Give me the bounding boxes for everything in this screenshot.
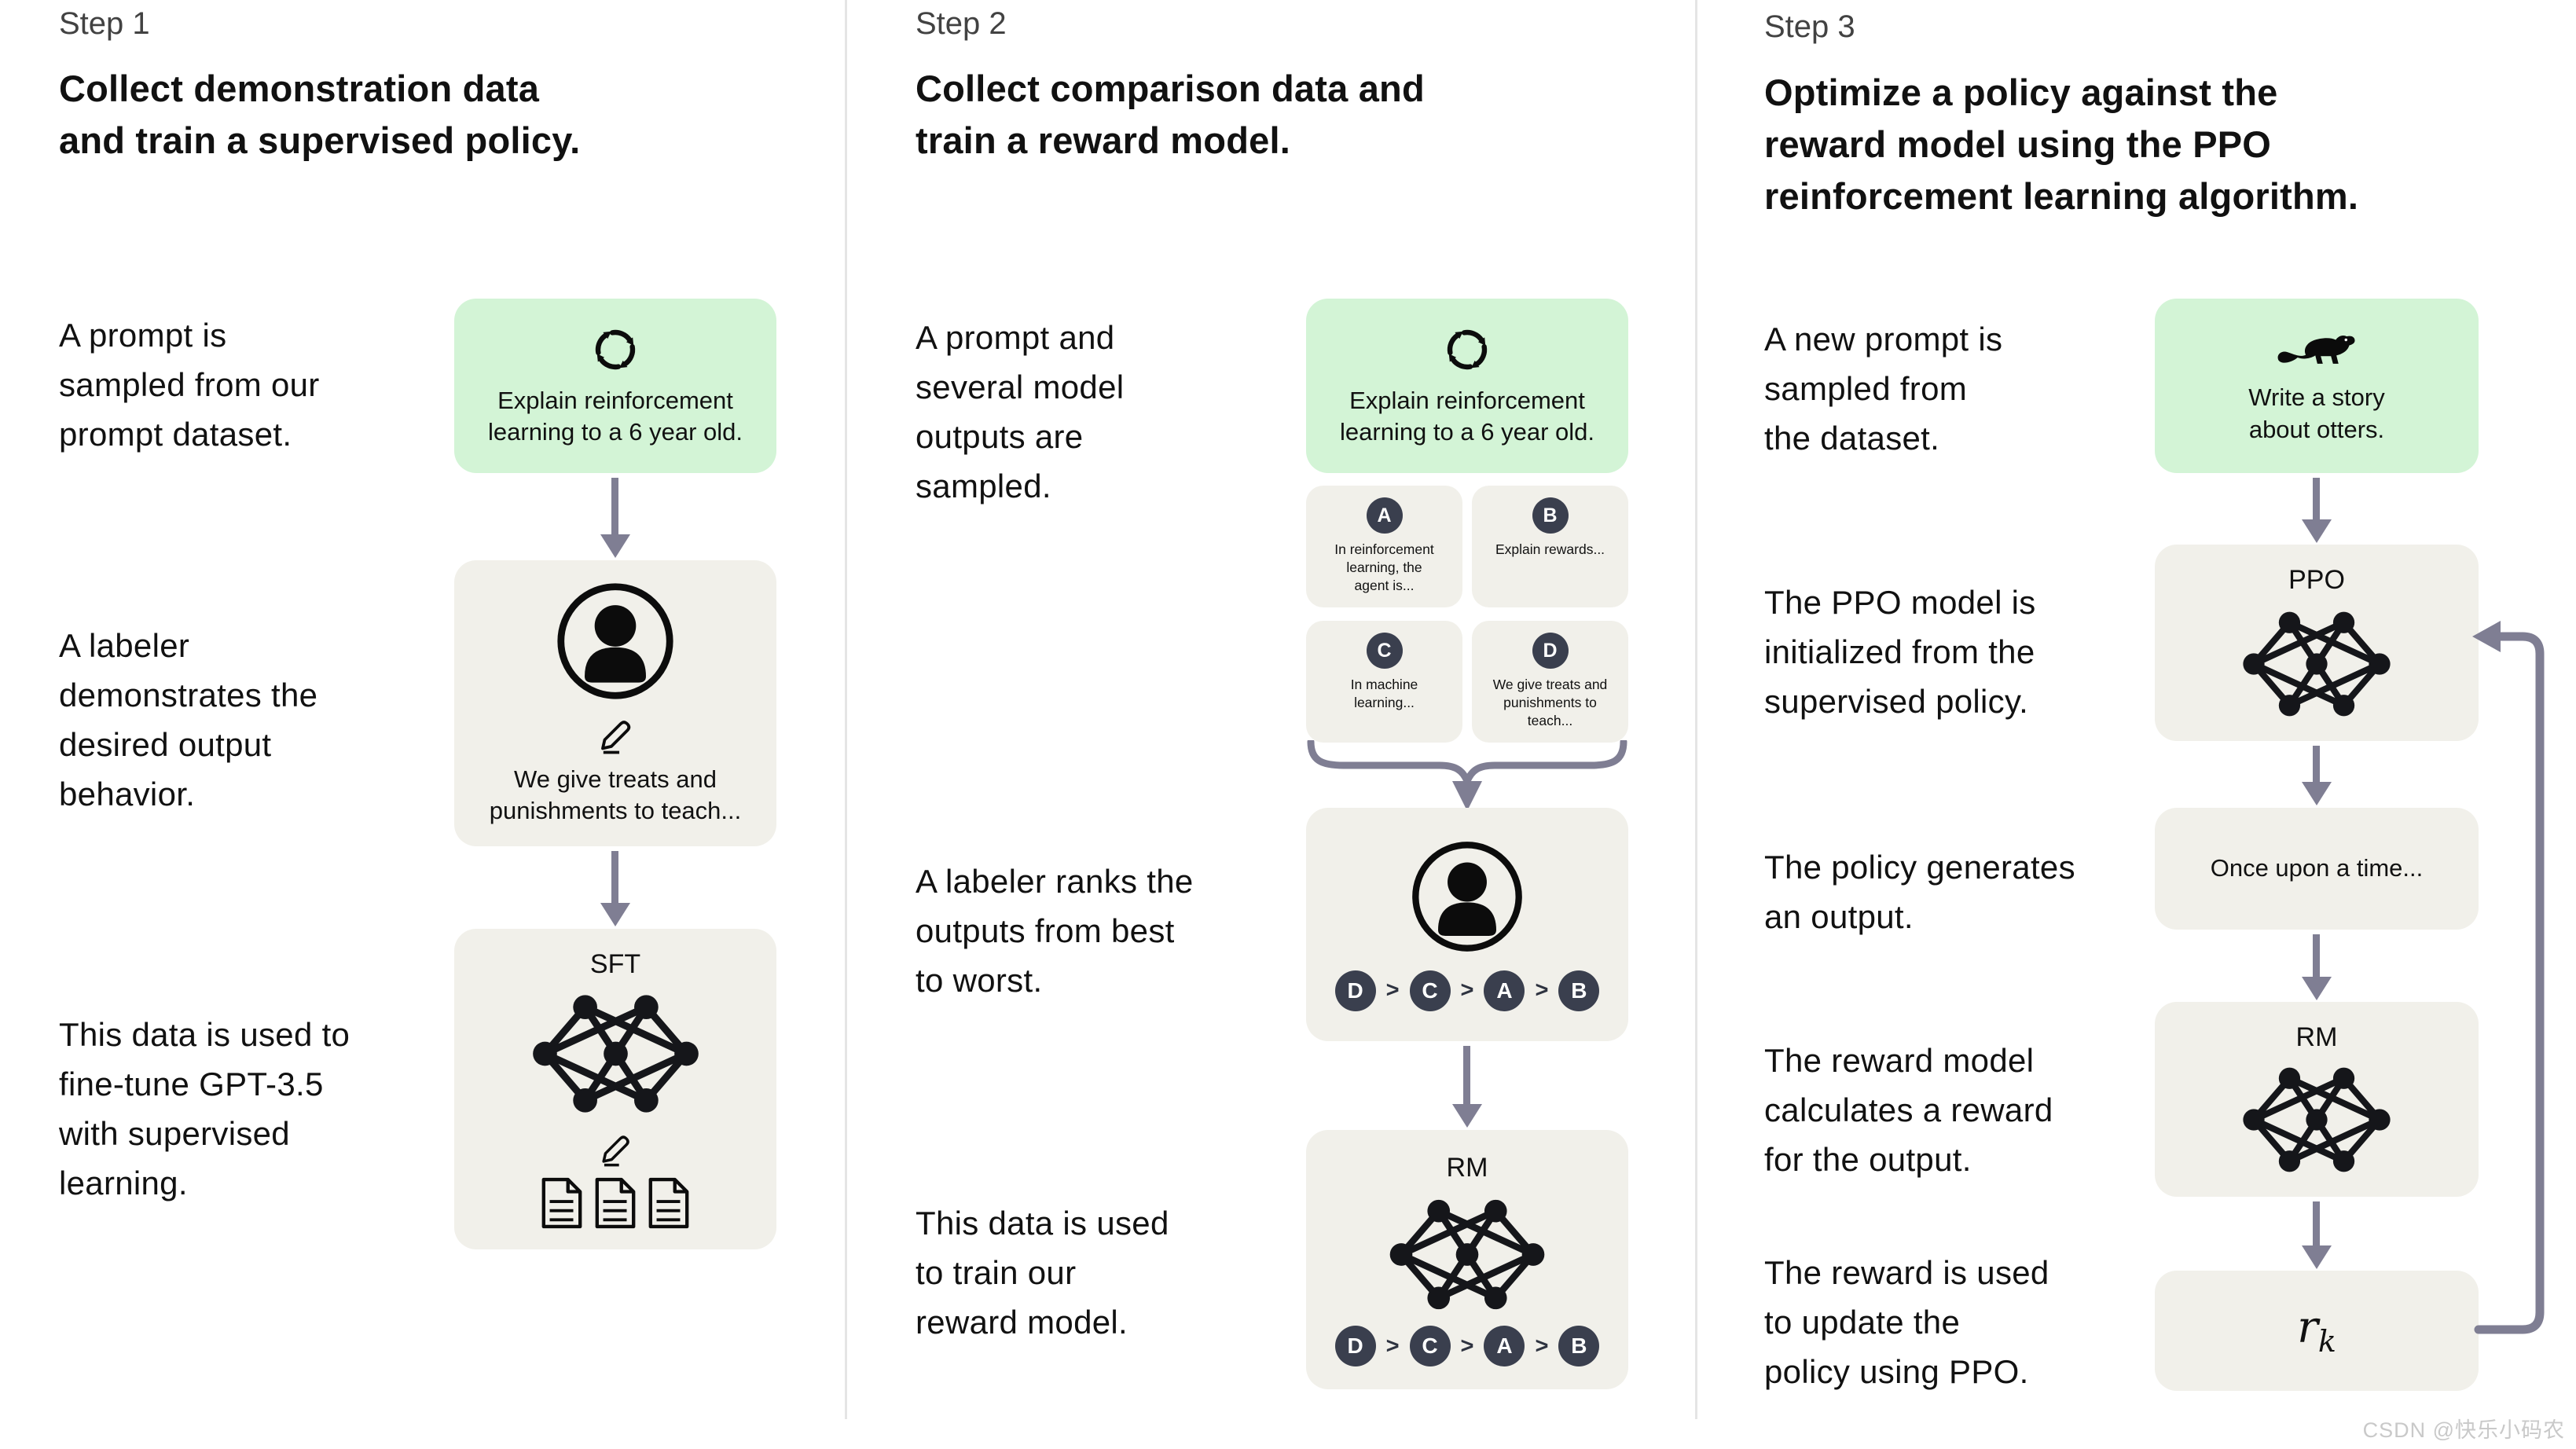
document-icon <box>648 1177 689 1228</box>
step-2-label: Step 2 <box>916 6 1007 41</box>
rank-separator: > <box>1385 978 1400 1003</box>
step-1-prompt-box: Explain reinforcement learning to a 6 ye… <box>454 299 776 473</box>
neural-network-icon <box>1389 1199 1545 1310</box>
step-2-prompt-box: Explain reinforcement learning to a 6 ye… <box>1306 299 1628 473</box>
ranking-row: D > C > A > B <box>1334 1326 1600 1366</box>
labeler-icon <box>557 583 673 699</box>
step-3-text-1: A new prompt is sampled from the dataset… <box>1764 321 2003 457</box>
output-box-c: C In machine learning... <box>1306 621 1462 743</box>
rank-separator: > <box>1535 978 1549 1003</box>
step-1-title: Collect demonstration data and train a s… <box>59 68 581 161</box>
rank-chip: C <box>1409 1326 1451 1366</box>
neural-network-icon <box>532 994 699 1113</box>
output-text-c: In machine learning... <box>1350 677 1418 710</box>
output-text-b: Explain rewards... <box>1495 541 1605 557</box>
step-3-title: Optimize a policy against the reward mod… <box>1764 72 2359 217</box>
document-icon <box>595 1177 636 1228</box>
step-1-label: Step 1 <box>59 6 150 41</box>
down-arrow-icon <box>611 851 618 903</box>
down-arrow-icon <box>2313 934 2320 977</box>
ranking-row: D > C > A > B <box>1334 970 1600 1011</box>
step-3-text-3: The policy generates an output. <box>1764 849 2075 935</box>
output-chip-d: D <box>1532 633 1569 669</box>
rank-chip: C <box>1409 970 1451 1011</box>
step-1-text-3: This data is used to fine-tune GPT-3.5 w… <box>59 1016 350 1201</box>
step-1-text-2: A labeler demonstrates the desired outpu… <box>59 627 318 813</box>
output-text-a: In reinforcement learning, the agent is.… <box>1334 541 1434 593</box>
down-arrow-icon <box>1463 1046 1470 1104</box>
neural-network-icon <box>2243 1067 2391 1172</box>
step-1-labeler-text: We give treats and punishments to teach.… <box>489 765 742 824</box>
step-2-text-3: This data is used to train our reward mo… <box>916 1205 1169 1341</box>
step-3-text-2: The PPO model is initialized from the su… <box>1764 584 2036 720</box>
step-1-sft-box: SFT <box>454 929 776 1249</box>
rank-separator: > <box>1460 1333 1474 1359</box>
column-divider-2 <box>1695 0 1697 1419</box>
step-3-output-box: Once upon a time... <box>2155 808 2479 930</box>
step-3-label: Step 3 <box>1764 9 1855 44</box>
cycle-icon <box>1447 329 1488 369</box>
step-2-ranking-box: D > C > A > B <box>1306 808 1628 1041</box>
sft-label: SFT <box>589 948 641 979</box>
column-divider-1 <box>845 0 847 1419</box>
rm-label: RM <box>2295 1022 2338 1052</box>
down-arrow-icon <box>2313 1201 2320 1245</box>
neural-network-icon <box>2243 611 2391 716</box>
watermark: CSDN @快乐小码农 <box>2362 1418 2565 1442</box>
step-3-text-4: The reward model calculates a reward for… <box>1764 1042 2053 1178</box>
rank-separator: > <box>1385 1333 1400 1359</box>
rank-chip: B <box>1558 1326 1600 1366</box>
brace-merge-arrow-icon <box>1307 740 1627 811</box>
step-3-ppo-box: PPO <box>2155 545 2479 741</box>
step-1-text-1: A prompt is sampled from our prompt data… <box>59 317 320 453</box>
labeler-icon <box>1412 841 1522 952</box>
output-box-d: D We give treats and punishments to teac… <box>1472 621 1628 743</box>
step-2-text-2: A labeler ranks the outputs from best to… <box>916 863 1194 999</box>
output-chip-a: A <box>1366 497 1403 534</box>
output-box-b: B Explain rewards... <box>1472 486 1628 607</box>
cycle-icon <box>595 329 636 369</box>
step-1-labeler-box: We give treats and punishments to teach.… <box>454 560 776 846</box>
step-3-prompt-text: Write a story about otters. <box>2248 383 2385 443</box>
step-2-prompt-text: Explain reinforcement learning to a 6 ye… <box>1340 386 1594 446</box>
rank-chip: A <box>1484 970 1525 1011</box>
down-arrow-icon <box>2313 746 2320 782</box>
policy-output-text: Once upon a time... <box>2210 854 2424 882</box>
ppo-label: PPO <box>2288 564 2345 595</box>
rank-chip: B <box>1558 970 1600 1011</box>
rank-separator: > <box>1460 978 1474 1003</box>
step-3-reward-box: rk <box>2155 1271 2479 1391</box>
feedback-loop-arrow-icon <box>2472 621 2545 1334</box>
step-2-rm-box: RM D > C > A > B <box>1306 1130 1628 1389</box>
rank-chip: D <box>1334 1326 1376 1366</box>
step-2-text-1: A prompt and several model outputs are s… <box>916 319 1125 504</box>
documents-icon <box>539 1176 692 1230</box>
down-arrow-icon <box>611 478 618 534</box>
output-box-a: A In reinforcement learning, the agent i… <box>1306 486 1462 607</box>
rank-separator: > <box>1535 1333 1549 1359</box>
step-3-text-5: The reward is used to update the policy … <box>1764 1254 2049 1390</box>
step-2-title: Collect comparison data and train a rewa… <box>916 68 1425 161</box>
step-3-rm-box: RM <box>2155 1002 2479 1197</box>
reward-symbol: rk <box>2297 1302 2336 1359</box>
down-arrow-icon <box>2313 478 2320 519</box>
rank-chip: A <box>1484 1326 1525 1366</box>
rm-label: RM <box>1446 1153 1488 1183</box>
output-chip-b: B <box>1532 497 1569 534</box>
rank-chip: D <box>1334 970 1376 1011</box>
pencil-icon <box>602 1135 629 1166</box>
pencil-icon <box>601 720 631 754</box>
step-1-prompt-text: Explain reinforcement learning to a 6 ye… <box>488 386 743 446</box>
step-3-prompt-box: Write a story about otters. <box>2155 299 2479 473</box>
output-chip-c: C <box>1366 633 1403 669</box>
otter-icon <box>2277 336 2355 365</box>
document-icon <box>541 1177 582 1228</box>
output-text-d: We give treats and punishments to teach.… <box>1492 677 1608 728</box>
